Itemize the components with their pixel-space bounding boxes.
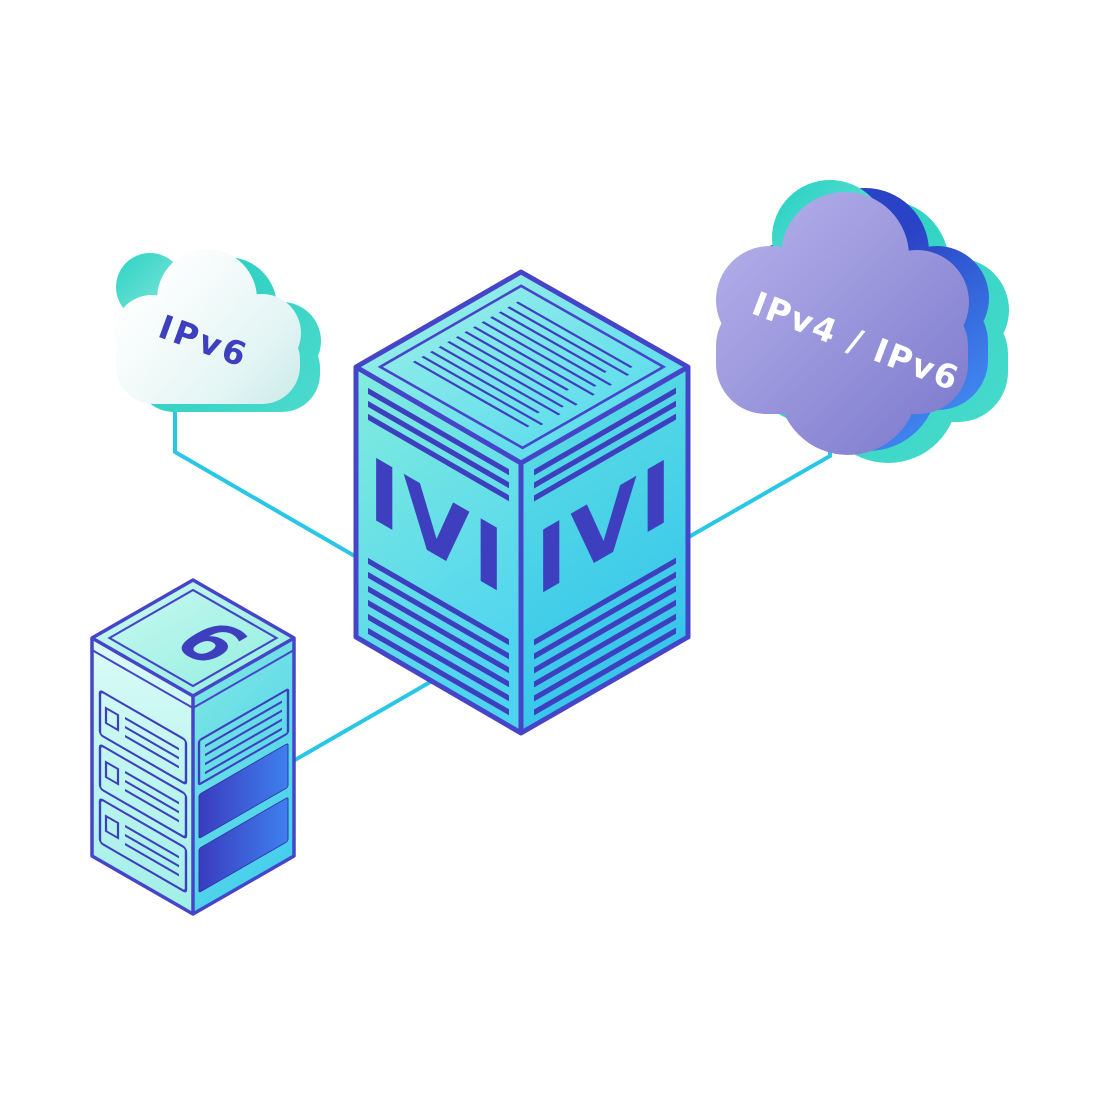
cube-edges xyxy=(353,269,691,736)
server-left-face xyxy=(92,638,193,914)
cube-left-face-detail: IVI xyxy=(368,387,509,716)
ipv6-cloud: IPv6 xyxy=(114,249,321,412)
ipv6-cloud-body xyxy=(114,249,301,404)
server-edges xyxy=(90,578,296,916)
server-left-drawers xyxy=(98,690,188,893)
connection-line-ipv6-cloud xyxy=(173,388,374,568)
ivi-translator-cube: IVI IVI xyxy=(353,269,691,736)
dual-stack-cloud: IPv4 / IPv6 xyxy=(716,180,1009,463)
dual-stack-cloud-body xyxy=(716,192,969,455)
ipv6-server: 6 xyxy=(90,578,296,916)
server-right-panels xyxy=(197,688,290,893)
cube-top-face-pattern xyxy=(377,284,667,450)
